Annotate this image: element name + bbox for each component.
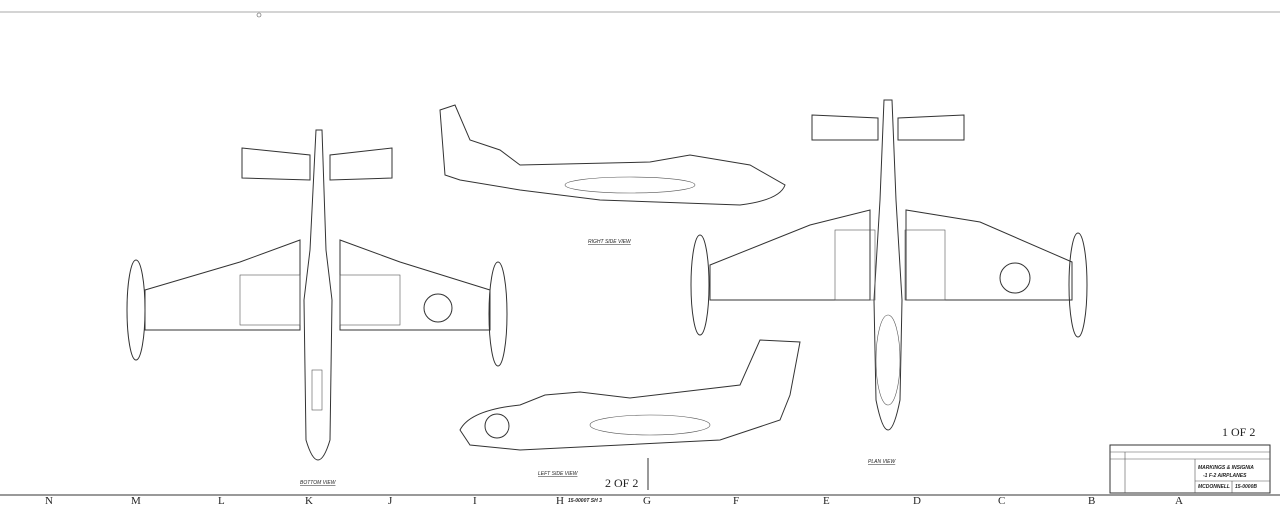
insignia-star bbox=[423, 293, 453, 323]
sheet-mark-right: 1 OF 2 bbox=[1222, 425, 1255, 439]
sheet-reference: 15-0000T SH 3 bbox=[568, 498, 602, 504]
zone-marker bbox=[256, 12, 262, 18]
svg-text:N: N bbox=[45, 495, 53, 507]
svg-text:I: I bbox=[473, 495, 477, 507]
svg-text:J: J bbox=[388, 495, 393, 507]
svg-text:L: L bbox=[218, 495, 225, 507]
insignia-star bbox=[999, 262, 1031, 294]
right-side-view-label: RIGHT SIDE VIEW bbox=[588, 239, 632, 245]
svg-text:G: G bbox=[643, 495, 651, 507]
svg-text:F: F bbox=[733, 495, 739, 507]
drawing-subtitle: -1 F-2 AIRPLANES bbox=[1203, 473, 1247, 479]
insignia-star bbox=[484, 413, 510, 439]
right-side-view-aircraft bbox=[439, 104, 786, 206]
svg-text:K: K bbox=[305, 495, 313, 507]
bottom-view-label: BOTTOM VIEW bbox=[300, 480, 337, 486]
left-side-view-label: LEFT SIDE VIEW bbox=[538, 471, 579, 477]
left-side-view-aircraft bbox=[459, 339, 801, 451]
svg-text:C: C bbox=[998, 495, 1005, 507]
zone-letters: N M L K J I H G F E D C B A bbox=[45, 495, 1183, 507]
svg-text:E: E bbox=[823, 495, 830, 507]
svg-text:B: B bbox=[1088, 495, 1095, 507]
drawing-title: MARKINGS & INSIGNIA bbox=[1198, 465, 1254, 471]
svg-text:M: M bbox=[131, 495, 141, 507]
bottom-view-aircraft bbox=[126, 129, 508, 461]
plan-view-label: PLAN VIEW bbox=[868, 459, 897, 465]
svg-text:A: A bbox=[1175, 495, 1183, 507]
sheet-mark-left: 2 OF 2 bbox=[605, 476, 638, 490]
svg-text:D: D bbox=[913, 495, 921, 507]
title-block: MARKINGS & INSIGNIA -1 F-2 AIRPLANES MCD… bbox=[1109, 444, 1271, 494]
drawing-number: 15-0000B bbox=[1235, 484, 1257, 490]
company-name: MCDONNELL bbox=[1198, 484, 1230, 490]
svg-text:H: H bbox=[556, 495, 564, 507]
plan-view-aircraft bbox=[690, 99, 1088, 431]
